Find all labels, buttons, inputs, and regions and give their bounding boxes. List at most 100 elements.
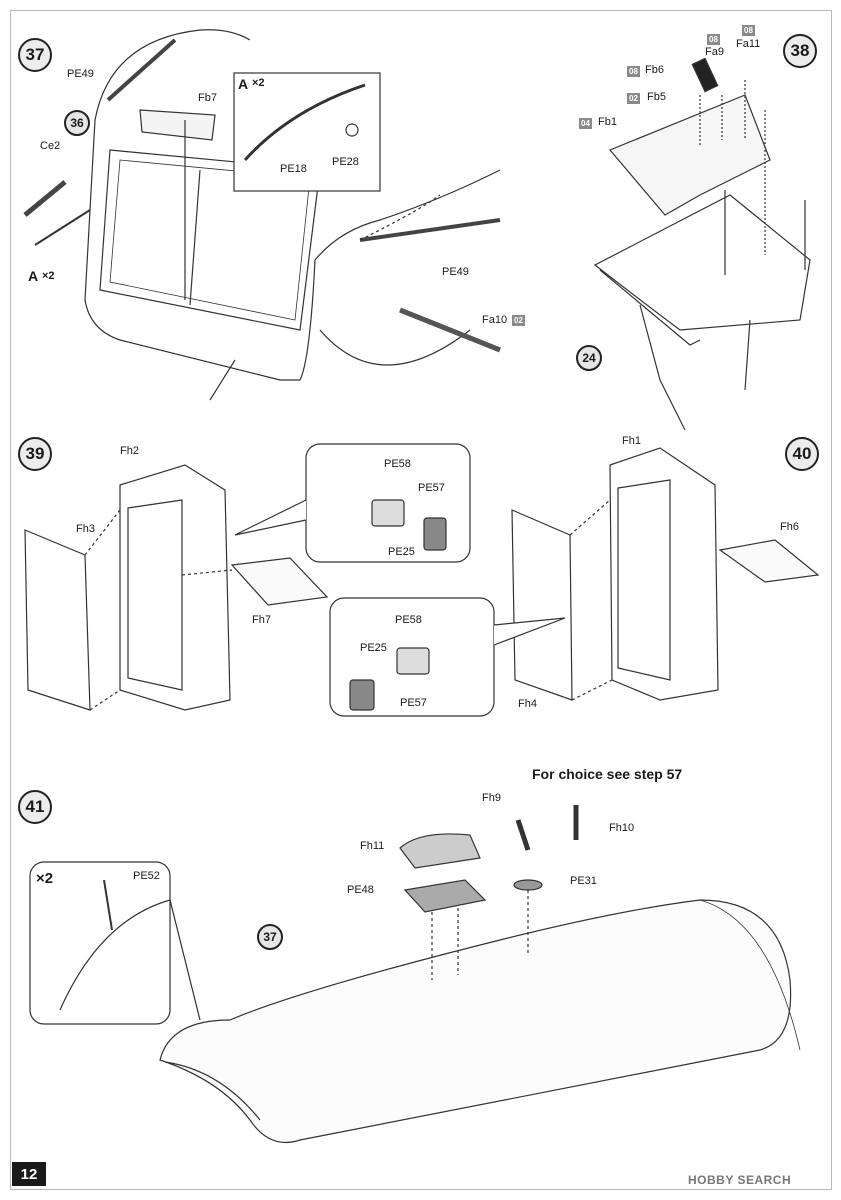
label-fa9: Fa9 [705,46,724,58]
ref-24-badge: 24 [576,345,602,371]
detail-pointer-41 [169,899,201,1021]
part-pe49-strip-b [359,218,501,242]
part-fb6-shape [691,57,719,93]
label-fb6: Fb6 [645,64,664,76]
multiplier-41: ×2 [36,870,54,887]
label-fh3: Fh3 [76,523,95,535]
shelf-fh7-guide [181,569,233,576]
part-pe58-b [396,647,430,675]
part-pe58-a [371,499,405,527]
cabinet-fh1-opening [617,479,671,681]
part-ce2-shape [23,180,67,217]
door-fh4-guide [569,499,613,701]
step-38-badge: 38 [783,34,817,68]
step-39-badge: 39 [18,437,52,471]
part-pe25-a [423,517,447,551]
cab-roof-outline [94,29,251,121]
label-pe58-b: PE58 [395,614,422,626]
part-fb1-plate [609,94,771,216]
label-fa10: Fa10 [482,314,508,326]
floor-tub-walls [724,190,806,275]
part-pe49-strip-a [106,38,177,102]
ref-36-badge: 36 [64,110,90,136]
cabinet-fh2-opening [127,499,183,691]
label-ce2: Ce2 [40,140,61,152]
roof-panel [159,899,792,1144]
detail-box-a [233,72,381,192]
label-fb1: Fb1 [598,116,617,128]
tag-fa9: 08 [707,34,720,45]
label-pe57-a: PE57 [418,482,445,494]
label-pe25-b: PE25 [360,642,387,654]
label-fh1: Fh1 [622,435,641,447]
callout-a-box: A [238,76,249,92]
label-pe28: PE28 [332,156,359,168]
floor-tub-lip [599,269,701,346]
page-number: 12 [12,1162,46,1186]
tag-fb6: 08 [627,66,640,77]
choice-note: For choice see step 57 [532,766,683,782]
wiper-a-shape [34,209,91,246]
cab-fender-line [319,329,471,366]
label-fa11: Fa11 [736,38,761,50]
label-pe31: PE31 [570,875,597,887]
label-pe48: PE48 [347,884,374,896]
callout-a-side: A [28,268,39,284]
floor-tub-outline [593,194,811,331]
roof-edge [164,1061,261,1121]
label-pe52: PE52 [133,870,160,882]
door-fh3-guide [84,509,121,711]
page-frame [10,10,832,1190]
label-fh7: Fh7 [252,614,271,626]
label-fb7: Fb7 [198,92,217,104]
part-pe28-shape [345,123,359,137]
watermark: HOBBY SEARCH [688,1173,792,1187]
tag-fb1: 04 [579,118,592,129]
label-pe49-b: PE49 [442,266,469,278]
part-pe48-plate [403,879,487,913]
tag-fa10: 02 [512,315,525,326]
part-pe18-wiper [243,83,366,162]
tag-fa11: 08 [742,25,755,36]
step-41-badge: 41 [18,790,52,824]
label-pe57-b: PE57 [400,697,427,709]
tag-fb5: 02 [627,93,640,104]
part-fh11-vent [399,833,481,869]
cab-lower-line [209,359,236,401]
label-fh9: Fh9 [482,792,501,804]
label-fh10: Fh10 [609,822,635,834]
pe49-guide [359,194,441,241]
cabinet-fh2-outline [119,464,231,711]
fb-guide-lines [699,80,766,255]
floor-tub-struts [639,304,751,431]
door-fh4 [511,509,573,701]
roof-detail-edge [59,899,171,1011]
label-fb5: Fb5 [647,91,666,103]
part-pe25-b [349,679,375,711]
door-fh3 [24,529,91,711]
detail-pointer-39 [234,499,307,536]
window-divider [189,169,201,306]
cab-body-outline [84,119,316,381]
step-40-badge: 40 [785,437,819,471]
multiplier-a-side: ×2 [42,270,55,282]
step-37-badge: 37 [18,38,52,72]
part-fb7-shape [139,109,216,141]
label-fh4: Fh4 [518,698,537,710]
roof-guide-lines [431,890,529,980]
label-pe18: PE18 [280,163,307,175]
label-fh11: Fh11 [360,840,385,852]
label-fh2: Fh2 [120,445,139,457]
shelf-fh6 [718,539,820,583]
part-pe31-ring [513,879,543,891]
label-pe25-a: PE25 [388,546,415,558]
multiplier-a-box: ×2 [252,77,265,89]
cab-side-line [314,169,501,261]
roof-rear-edge [699,899,801,1051]
part-fh9-fh10-shapes [515,805,579,851]
label-fh6: Fh6 [780,521,799,533]
shelf-fh7 [230,557,329,606]
label-pe58-a: PE58 [384,458,411,470]
detail-pointer-40 [493,617,566,646]
